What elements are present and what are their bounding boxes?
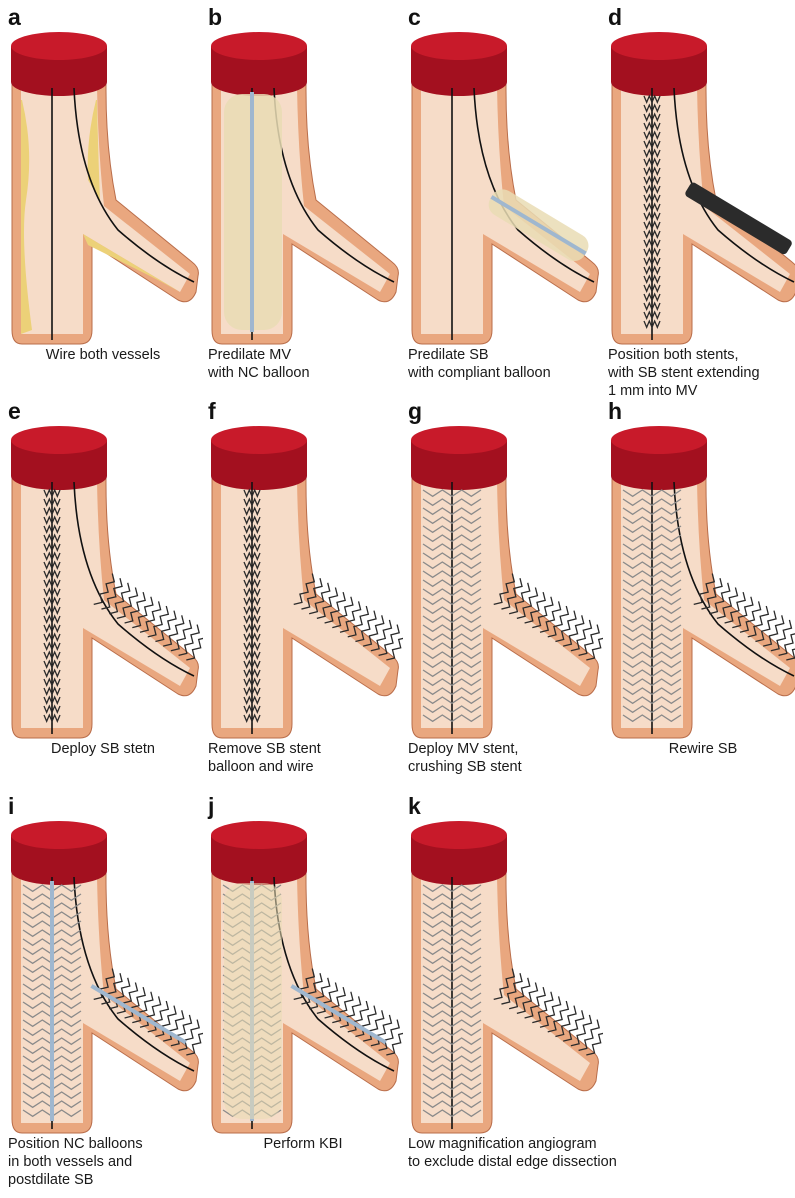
- panel-caption: Predilate MV with NC balloon: [208, 346, 408, 382]
- panel-caption: Remove SB stent balloon and wire: [208, 740, 408, 776]
- panel-caption: Position both stents, with SB stent exte…: [608, 346, 795, 400]
- panel-letter: c: [408, 4, 421, 31]
- bifurcation-illustration: [8, 819, 203, 1135]
- bifurcation-illustration: [608, 30, 795, 346]
- bifurcation-illustration: [208, 30, 403, 346]
- bifurcation-illustration: [8, 424, 203, 740]
- panel-letter: j: [208, 793, 214, 820]
- panel-caption: Deploy SB stetn: [3, 740, 203, 758]
- vessel-cap-top: [611, 426, 707, 454]
- panel-letter: f: [208, 398, 216, 425]
- vessel-cap-top: [211, 821, 307, 849]
- panel-letter: g: [408, 398, 422, 425]
- panel-caption: Deploy MV stent, crushing SB stent: [408, 740, 608, 776]
- panel-caption: Wire both vessels: [3, 346, 203, 364]
- panel-letter: k: [408, 793, 421, 820]
- vessel-cap-top: [211, 32, 307, 60]
- panel-letter: i: [8, 793, 14, 820]
- panel-caption: Predilate SB with compliant balloon: [408, 346, 608, 382]
- panel-caption: Perform KBI: [203, 1135, 403, 1153]
- bifurcation-illustration: [408, 424, 603, 740]
- bifurcation-illustration: [408, 30, 603, 346]
- bifurcation-illustration: [208, 424, 403, 740]
- bifurcation-illustration: [608, 424, 795, 740]
- panel-caption: Rewire SB: [603, 740, 795, 758]
- vessel-cap-top: [411, 32, 507, 60]
- kissing-balloon: [224, 883, 282, 1119]
- vessel-cap-top: [11, 32, 107, 60]
- panel-letter: e: [8, 398, 21, 425]
- bifurcation-illustration: [8, 30, 203, 346]
- vessel-cap-top: [11, 426, 107, 454]
- panel-letter: b: [208, 4, 222, 31]
- panel-letter: a: [8, 4, 21, 31]
- panel-letter: d: [608, 4, 622, 31]
- vessel-cap-top: [211, 426, 307, 454]
- bifurcation-illustration: [208, 819, 403, 1135]
- panel-caption: Low magnification angiogram to exclude d…: [408, 1135, 668, 1171]
- panel-caption: Position NC balloons in both vessels and…: [8, 1135, 208, 1189]
- vessel-cap-top: [11, 821, 107, 849]
- vessel-cap-top: [611, 32, 707, 60]
- bifurcation-illustration: [408, 819, 603, 1135]
- panel-letter: h: [608, 398, 622, 425]
- vessel-cap-top: [411, 821, 507, 849]
- vessel-cap-top: [411, 426, 507, 454]
